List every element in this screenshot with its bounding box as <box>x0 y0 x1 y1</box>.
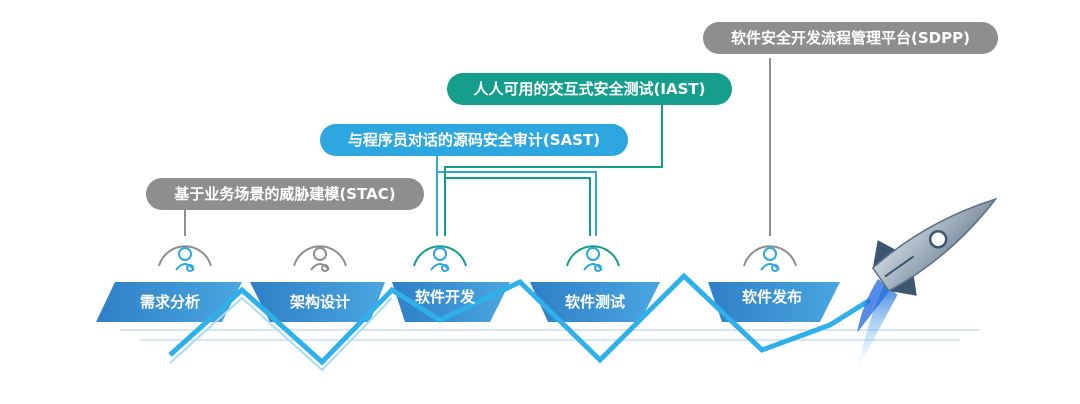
pill-sast: 与程序员对话的源码安全审计(SAST) <box>320 124 628 156</box>
pill-sdpp: 软件安全开发流程管理平台(SDPP) <box>703 22 998 54</box>
banner-requirements <box>96 282 242 322</box>
person-icon <box>158 245 212 272</box>
banner-testing <box>530 282 660 322</box>
stage-icons <box>158 245 797 272</box>
stage-label-architecture: 架构设计 <box>289 293 350 311</box>
stage-label-release: 软件发布 <box>741 288 802 306</box>
person-icon <box>743 245 797 272</box>
stage-label-testing: 软件测试 <box>564 293 625 311</box>
pill-stac: 基于业务场景的威胁建模(STAC) <box>146 178 424 210</box>
person-icon <box>566 245 620 272</box>
zigzag-path <box>168 272 872 372</box>
pill-iast: 人人可用的交互式安全测试(IAST) <box>447 73 732 105</box>
connector-lines <box>184 58 771 236</box>
banner-architecture <box>250 282 385 322</box>
banner-development <box>392 282 510 322</box>
lane-lines <box>120 329 980 341</box>
stage-label-development: 软件开发 <box>414 288 475 306</box>
rocket-icon <box>857 197 998 369</box>
stage-label-requirements: 需求分析 <box>139 293 200 311</box>
person-icon <box>293 245 347 272</box>
person-icon <box>413 245 467 272</box>
banner-release <box>708 282 840 322</box>
stage-banners <box>96 282 840 322</box>
